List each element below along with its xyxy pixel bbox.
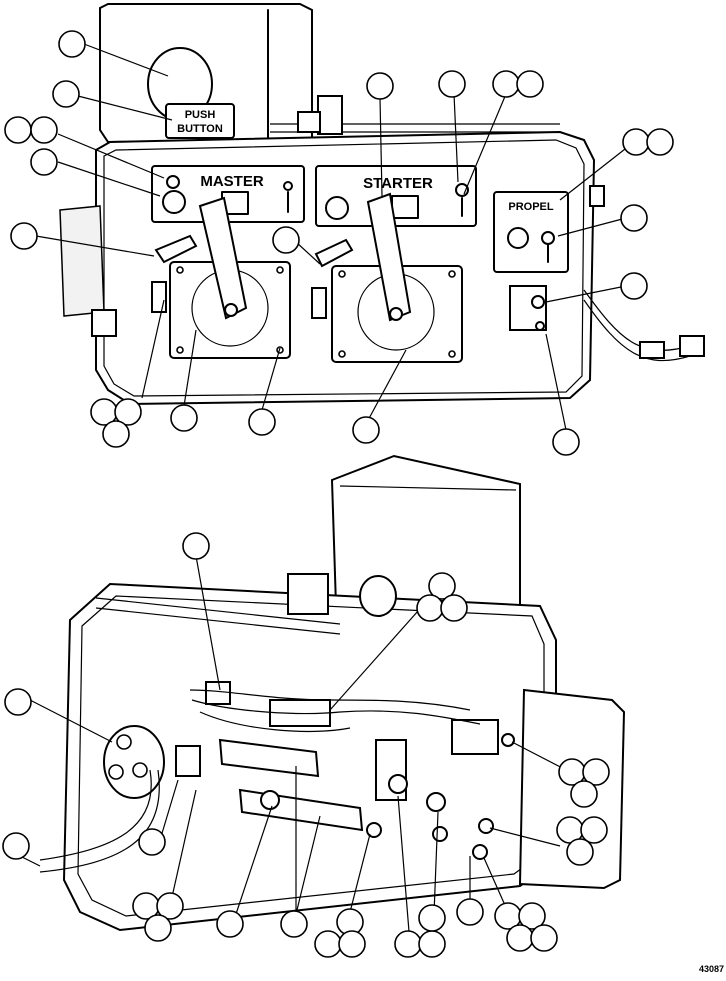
callout-lower-9c <box>338 930 366 958</box>
callout-lower-1 <box>182 532 210 560</box>
push-button-plate <box>165 103 235 139</box>
callout-upper-4 <box>30 148 58 176</box>
master-label: MASTER <box>200 173 264 190</box>
callout-upper-3a <box>4 116 32 144</box>
callout-lower-6b <box>156 892 184 920</box>
callout-lower-2b <box>416 594 444 622</box>
callout-lower-14b <box>580 816 608 844</box>
callout-upper-6c <box>102 420 130 448</box>
callout-lower-11 <box>418 904 446 932</box>
callout-upper-8 <box>248 408 276 436</box>
starter-label: STARTER <box>363 175 433 192</box>
callout-lower-9b <box>314 930 342 958</box>
callout-lower-15b <box>582 758 610 786</box>
callout-lower-13d <box>530 924 558 952</box>
callout-lower-3 <box>4 688 32 716</box>
callout-upper-9 <box>272 226 300 254</box>
callout-upper-6b <box>114 398 142 426</box>
callout-upper-3b <box>30 116 58 144</box>
callout-lower-14c <box>566 838 594 866</box>
callout-lower-6c <box>144 914 172 942</box>
push-button-label-line2: BUTTON <box>177 123 223 135</box>
callout-upper-5 <box>10 222 38 250</box>
callout-lower-10b <box>418 930 446 958</box>
callout-lower-13b <box>518 902 546 930</box>
callout-upper-15 <box>620 272 648 300</box>
lower-control-box-rear <box>39 454 626 932</box>
callout-upper-7 <box>170 404 198 432</box>
push-button-label-line1: PUSH <box>185 109 216 121</box>
callout-lower-10a <box>394 930 422 958</box>
callout-upper-14 <box>620 204 648 232</box>
callout-lower-8 <box>280 910 308 938</box>
callout-upper-13a <box>622 128 650 156</box>
callout-lower-4 <box>2 832 30 860</box>
callout-lower-2c <box>440 594 468 622</box>
callout-lower-13c <box>506 924 534 952</box>
callout-upper-17 <box>352 416 380 444</box>
callout-upper-13b <box>646 128 674 156</box>
callout-upper-12b <box>516 70 544 98</box>
callouts-lower <box>2 532 610 958</box>
callout-lower-15c <box>570 780 598 808</box>
upper-control-box: PUSH BUTTON MASTER STARTER PROPEL <box>59 3 705 406</box>
callout-lower-7 <box>216 910 244 938</box>
callout-upper-10 <box>366 72 394 100</box>
callout-lower-2a <box>428 572 456 600</box>
propel-panel <box>493 191 569 273</box>
callout-lower-12 <box>456 898 484 926</box>
figure-id: 43087 <box>698 964 724 974</box>
callout-upper-1 <box>58 30 86 58</box>
callout-upper-16 <box>552 428 580 456</box>
callout-upper-2 <box>52 80 80 108</box>
callout-upper-11 <box>438 70 466 98</box>
callout-upper-12a <box>492 70 520 98</box>
callout-lower-5 <box>138 828 166 856</box>
callouts-upper <box>4 30 674 456</box>
propel-label: PROPEL <box>508 201 554 213</box>
